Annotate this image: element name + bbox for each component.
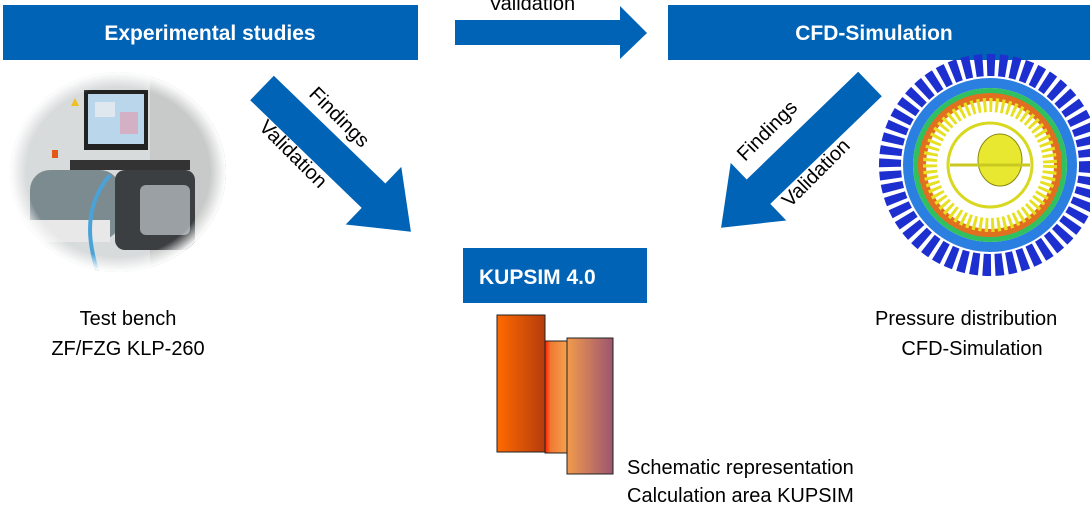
kupsim-label: KUPSIM 4.0 [479, 266, 596, 289]
validation-arrow-right: Validation [455, 0, 647, 59]
cfd-simulation-caption: CFD-Simulation [901, 338, 1042, 360]
findings-arrow-left: Findings Validation [250, 75, 411, 232]
experimental-studies-label: Experimental studies [104, 22, 315, 45]
cfd-simulation-label: CFD-Simulation [795, 22, 953, 45]
findings-arrow-right: Findings Validation [721, 71, 882, 228]
cfd-simulation-box: CFD-Simulation [668, 5, 1090, 60]
kupsim-box: KUPSIM 4.0 [463, 248, 647, 303]
experimental-studies-box: Experimental studies [3, 5, 418, 60]
top-validation-label: Validation [489, 0, 575, 15]
schematic-caption: Schematic representation [627, 457, 854, 479]
test-bench-photo [10, 72, 226, 272]
schematic-calculation-area [496, 314, 614, 475]
test-bench-caption: Test bench [80, 308, 177, 330]
test-bench-model-caption: ZF/FZG KLP-260 [51, 338, 204, 360]
calculation-area-caption: Calculation area KUPSIM [627, 485, 854, 507]
pressure-distribution-caption: Pressure distribution [875, 308, 1057, 330]
cfd-pressure-image [879, 54, 1090, 276]
